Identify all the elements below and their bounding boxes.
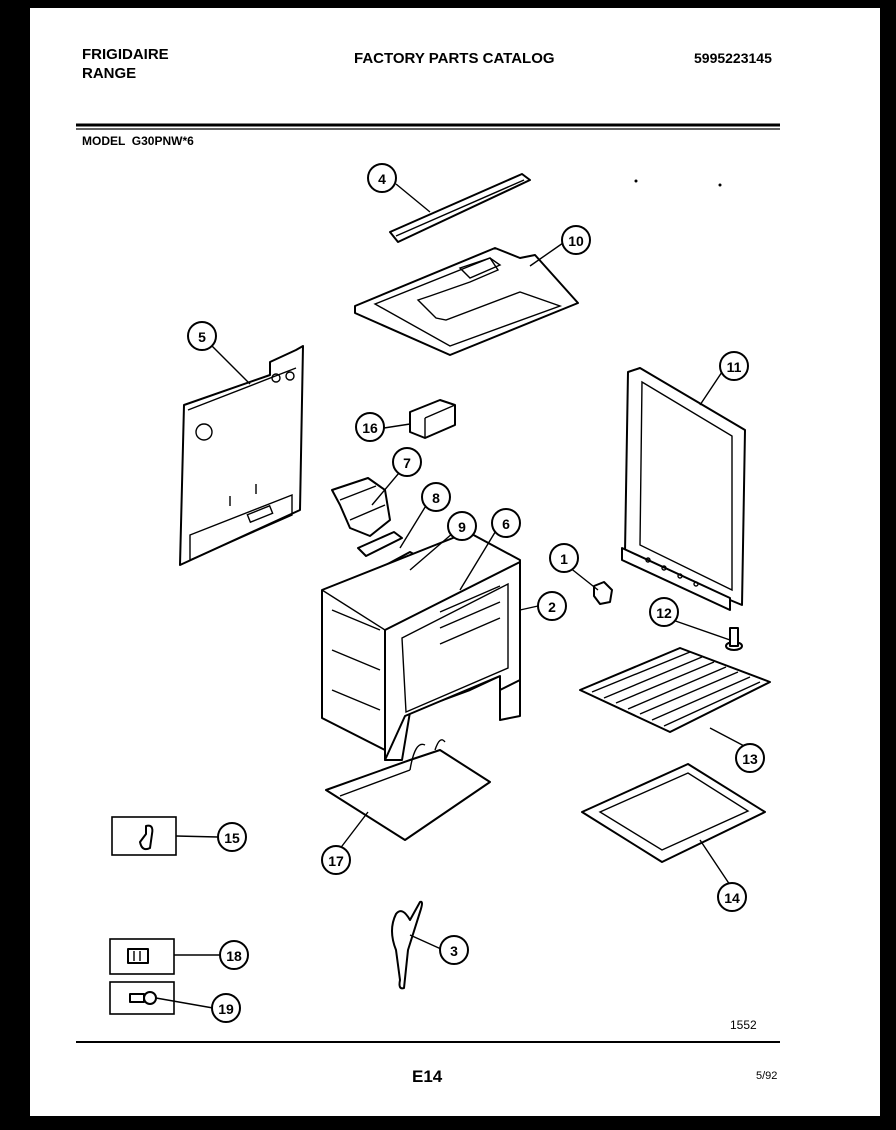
callout-label-9: 9: [458, 519, 466, 535]
callout-label-17: 17: [328, 853, 344, 869]
callout-label-1: 1: [560, 551, 568, 567]
callout-12: 12: [649, 597, 679, 627]
callout-label-11: 11: [727, 359, 742, 375]
callout-19: 19: [211, 993, 241, 1023]
callout-10: 10: [561, 225, 591, 255]
stray-mark: [718, 183, 722, 187]
callout-8: 8: [421, 482, 451, 512]
catalog-title: FACTORY PARTS CATALOG: [354, 50, 555, 67]
part-1-knob: [593, 581, 613, 605]
callout-label-7: 7: [403, 455, 411, 471]
callout-6: 6: [491, 508, 521, 538]
part-12-leveling-leg: [725, 627, 743, 651]
page-number: E14: [412, 1067, 443, 1086]
part-18-box: [109, 938, 175, 975]
callout-label-10: 10: [568, 233, 584, 249]
part-16-bracket: [409, 399, 456, 439]
callout-7: 7: [392, 447, 422, 477]
callout-2: 2: [537, 591, 567, 621]
callout-label-2: 2: [548, 599, 556, 615]
callout-11: 11: [719, 351, 749, 381]
callout-label-14: 14: [724, 890, 740, 906]
callout-label-6: 6: [502, 516, 510, 532]
callout-17: 17: [321, 845, 351, 875]
part-10-cooktop-panel: [354, 247, 579, 356]
callout-18: 18: [219, 940, 249, 970]
part-11-door-frame: [621, 367, 746, 611]
callout-label-3: 3: [450, 943, 458, 959]
callout-label-8: 8: [432, 490, 440, 506]
callout-16: 16: [355, 412, 385, 442]
callout-14: 14: [717, 882, 747, 912]
callout-label-18: 18: [226, 948, 242, 964]
part-13-oven-rack: [579, 647, 771, 733]
callout-1: 1: [549, 543, 579, 573]
callout-3: 3: [439, 935, 469, 965]
callout-label-13: 13: [742, 751, 758, 767]
part-17-bottom-panel: [325, 739, 491, 841]
leader-lines: [155, 183, 749, 1009]
stray-mark: [634, 179, 638, 183]
part-19-box: [109, 981, 175, 1015]
part-15-box: [111, 816, 177, 856]
callout-label-16: 16: [362, 420, 378, 436]
callout-15: 15: [217, 822, 247, 852]
revision-date: 5/92: [756, 1070, 778, 1082]
part-14-broiler-pan: [581, 763, 766, 863]
brand-label: FRIGIDAIRE: [82, 46, 169, 63]
part-4-trim: [389, 173, 531, 243]
product-label: RANGE: [82, 65, 137, 82]
callout-label-12: 12: [656, 605, 672, 621]
part-2-oven-body: [321, 531, 521, 761]
callout-label-15: 15: [224, 830, 240, 846]
model-label: MODEL G30PNW*6: [82, 134, 194, 148]
part-3-spring-clip: [391, 900, 423, 990]
callout-9: 9: [447, 511, 477, 541]
callout-label-5: 5: [198, 329, 206, 345]
callout-13: 13: [735, 743, 765, 773]
callout-5: 5: [187, 321, 217, 351]
callout-label-4: 4: [378, 171, 386, 187]
part-5-back-panel: [179, 345, 304, 566]
callout-4: 4: [367, 163, 397, 193]
catalog-number: 5995223145: [694, 50, 772, 66]
part-7-vent-duct: [331, 477, 391, 537]
callout-label-19: 19: [218, 1001, 234, 1017]
diagram-number: 1552: [730, 1018, 757, 1032]
